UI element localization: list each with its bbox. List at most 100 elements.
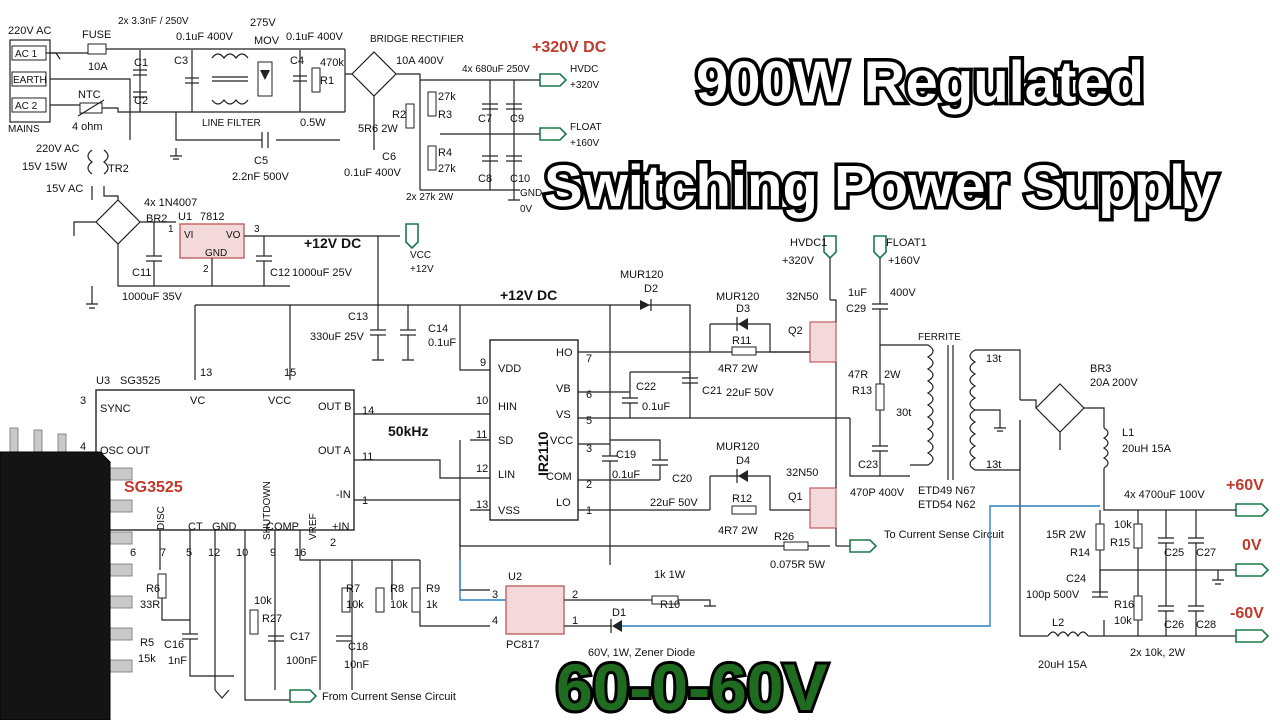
ir-pin9-num: 9 [480, 357, 486, 369]
ir-pin-vs: VS [556, 409, 571, 421]
c22-value: 0.1uF [642, 401, 670, 413]
r3-label: R3 [438, 109, 452, 121]
float-label: FLOAT [570, 122, 601, 133]
float1-terminal [873, 235, 887, 260]
r2-value: 5R6 2W [358, 123, 398, 135]
c14-value: 0.1uF [428, 337, 456, 349]
sg-pin15-num: 15 [284, 367, 296, 379]
fuse-label: FUSE [82, 29, 111, 41]
d4-part: MUR120 [716, 441, 759, 453]
br2-label: BR2 [146, 213, 167, 225]
c23-label: C23 [858, 459, 878, 471]
u1-pin2-num: 2 [203, 264, 209, 275]
c9-label: C9 [510, 113, 524, 125]
q2-mosfet [809, 321, 837, 363]
mains-ac-label: 220V AC [8, 25, 51, 37]
d1-label: D1 [612, 607, 626, 619]
fuse-symbol [87, 43, 107, 55]
c24-value: 100p 500V [1026, 589, 1080, 601]
opto-pin4: 4 [492, 615, 498, 627]
sg3525-pwm-controller: U3 SG3525 13 15 VC VCC 3 SYNC 4 OSC OUT … [80, 367, 490, 690]
ir-pin11-num: 11 [476, 429, 487, 441]
c12-label: C12 [270, 267, 290, 279]
float-voltage: +160V [570, 138, 600, 149]
c23-value: 470P 400V [850, 487, 905, 499]
q2-label: Q2 [788, 325, 803, 337]
ir-pin-ho: HO [556, 347, 573, 359]
filter-coil-bottom [211, 99, 249, 105]
r4-label: R4 [438, 147, 452, 159]
bridge-label: BRIDGE RECTIFIER [370, 34, 464, 45]
pc817-label: PC817 [506, 639, 540, 651]
u1-pin-vo: VO [226, 230, 241, 241]
c6-value: 0.1uF 400V [344, 167, 402, 179]
float1-label: FLOAT1 [886, 237, 927, 249]
sg-pin10-num: 10 [236, 547, 248, 559]
c4-label: C4 [290, 55, 304, 67]
u2-label: U2 [508, 571, 522, 583]
mov-label: MOV [254, 35, 280, 47]
u1-pin3-num: 3 [254, 224, 260, 235]
opto-pin2: 2 [572, 589, 578, 601]
mosfet-half-bridge: MUR120 D3 R11 4R7 2W 32N50 Q2 MUR120 D4 … [709, 235, 1004, 571]
c7-label: C7 [478, 113, 492, 125]
ir-pin-vdd: VDD [498, 363, 521, 375]
r2-label: R2 [392, 109, 406, 121]
ir-pin-vss: VSS [498, 505, 520, 517]
hvdc1-label: HVDC1 [790, 237, 827, 249]
sg-pin-sync: SYNC [100, 403, 131, 415]
sg-pin7-num: 7 [160, 547, 166, 559]
gnd-voltage: 0V [520, 204, 533, 215]
c29-label: C29 [846, 303, 866, 315]
sg-pin5-num: 5 [186, 547, 192, 559]
c3-label: C3 [174, 55, 188, 67]
float-terminal [539, 127, 568, 141]
r7-label: R7 [346, 583, 360, 595]
primary-turns: 30t [896, 407, 911, 419]
sg-pin-shutdown: SHUTDOWN [262, 481, 273, 540]
r9-label: R9 [426, 583, 440, 595]
r3-value: 27k [438, 91, 456, 103]
sg-pin13-num: 13 [200, 367, 212, 379]
vcc-terminal [405, 223, 419, 250]
c18-label: C18 [348, 641, 368, 653]
secondary-winding [969, 349, 977, 471]
sg-pin-vc: VC [190, 395, 205, 407]
ir-pin-vcc: VCC [550, 435, 573, 447]
sg-pin-minus-in: -IN [336, 489, 351, 501]
pos-60v-label: +60V [1226, 477, 1264, 494]
u3-label: U3 [96, 375, 110, 387]
q1-label: Q1 [788, 491, 803, 503]
c11-value: 1000uF 35V [122, 291, 183, 303]
r2-symbol [405, 103, 415, 129]
r16-label: R16 [1114, 599, 1134, 611]
l1-label: L1 [1122, 427, 1134, 439]
tr2-rating: 15V 15W [22, 161, 68, 173]
c8-label: C8 [478, 173, 492, 185]
output-r-pair: 2x 10k, 2W [1130, 647, 1186, 659]
sg-pin4-num: 4 [80, 441, 86, 453]
ir-pin-com: COM [546, 471, 572, 483]
r26-value: 0.075R 5W [770, 559, 826, 571]
sg-pin6-num: 6 [130, 547, 136, 559]
c6-label: C6 [382, 151, 396, 163]
r15-value: 10k [1114, 519, 1132, 531]
driver-12v-label: +12V DC [500, 287, 557, 303]
c10-label: C10 [510, 173, 530, 185]
sg-pin-vcc: VCC [268, 395, 291, 407]
r13-value: 47R [848, 369, 868, 381]
core-primary: ETD49 N67 [918, 485, 975, 497]
vcc-voltage: +12V [410, 264, 434, 275]
mov-value: 275V [250, 17, 276, 29]
r-pair-label: 2x 27k 2W [406, 192, 454, 203]
sg-pin-outa: OUT A [318, 445, 351, 457]
tr2-input-label: 220V AC [36, 143, 79, 155]
ir-pin7-num: 7 [586, 353, 592, 365]
u1-pin-gnd: GND [205, 248, 227, 259]
sg3525-ic [95, 389, 355, 531]
mains-input: 220V AC AC 1 EARTH AC 2 MAINS FUSE 10A N… [8, 25, 345, 140]
sg-pin3-num: 3 [80, 395, 86, 407]
filter-caps-label: 2x 3.3nF / 250V [118, 16, 189, 27]
mains-label: MAINS [8, 124, 40, 135]
